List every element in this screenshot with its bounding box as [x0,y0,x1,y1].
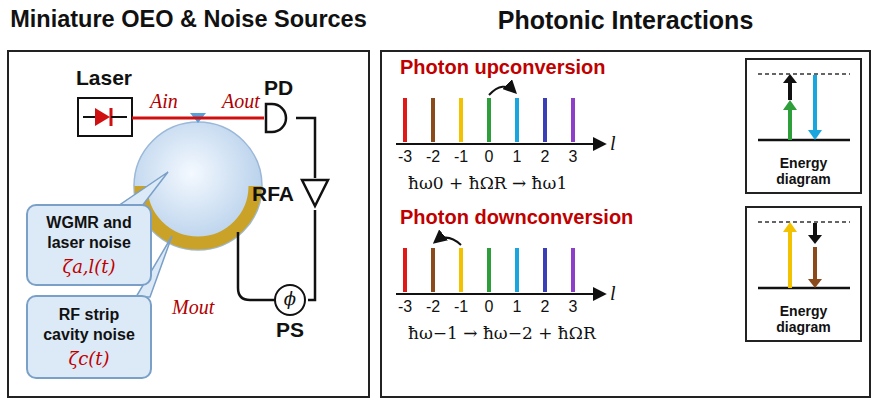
callout-pointer [118,172,168,206]
optical-beam [132,117,264,120]
mode-index: 0 [485,148,494,166]
amplifier-symbol [302,180,328,206]
spectrum-upper-part [459,98,463,142]
section-heading: Photon upconversion [400,56,606,79]
energy-levels-upper-part [813,75,817,131]
energy-levels-upper-part [788,82,792,100]
spectrum-lower-part [435,238,461,245]
photodiode-symbol [266,104,286,132]
rf-wire [308,210,315,300]
mode-index: -2 [426,298,440,316]
part-label: PD [264,76,293,100]
energy-levels-lower [758,222,850,288]
energy-caption: Energy diagram [747,303,860,335]
panel: Miniature OEO & Noise SourcesLaser PD RFA ϕ… [7,0,370,398]
energy-levels-lower-part [813,247,817,280]
energy-levels-upper-part [758,139,850,142]
spectrum-lower-part [571,248,575,292]
noise-symbol: ζc(t) [68,348,109,369]
energy-levels-lower-part [788,231,792,288]
laser-symbol-part [95,108,110,126]
laser-symbol-part [111,116,127,118]
callout-text: WGMR and laser noise [38,213,140,251]
energy-levels-lower-part [758,287,850,290]
photodiode-node: PD [264,76,296,136]
section-heading: Photon downconversion [400,206,633,229]
mode-index: -3 [398,298,412,316]
spectrum-lower-part [543,248,547,292]
energy-levels-lower-part [808,235,822,244]
part-label: PS [272,318,308,342]
energy-levels-upper-part [788,108,792,140]
energy-levels-upper [758,74,850,140]
noise-callout: WGMR and laser noise ζa,l(t) [26,204,152,286]
energy-levels-lower-part [813,223,817,236]
energy-levels-lower-part [758,221,850,223]
mode-index: -3 [398,148,412,166]
callout-text: RF strip cavity noise [38,305,140,343]
signal-label: Aout [222,90,260,113]
energy-levels-upper-part [808,130,822,140]
mode-index: -2 [426,148,440,166]
mode-index: 3 [569,148,578,166]
mode-index: -1 [454,148,468,166]
panel-title: Photonic Interactions [380,6,871,35]
energy-levels-upper-part [758,73,850,75]
mode-index: 1 [513,298,522,316]
spectrum-upper [396,87,604,144]
axis-label: l [610,282,616,305]
energy-levels-upper-part [783,100,797,110]
spectrum-lower-part [515,248,519,292]
panel-title: Miniature OEO & Noise Sources [7,6,370,33]
laser-symbol [78,98,132,136]
energy-levels-lower-part [783,222,797,232]
energy-caption: Energy diagram [747,155,860,187]
mode-index: 3 [569,298,578,316]
mode-index: 2 [541,148,550,166]
energy-box: Energy diagram [745,58,862,194]
rf-wire [238,232,275,300]
energy-equation: ħω0 + ħΩR → ħω1 [408,173,567,193]
spectrum-upper-part [489,87,515,95]
spectrum-lower-part [396,293,604,295]
rf-wire [296,118,315,178]
part-label: Laser [76,66,132,90]
laser-symbol-part [78,98,132,136]
spectrum-upper-part [403,98,407,142]
spectrum-lower [396,238,604,294]
signal-label: Mout [172,296,214,319]
spectrum-upper-part [431,98,435,142]
signal-label: Ain [150,90,178,113]
phase-shifter-node: ϕPS [272,284,308,346]
spectrum-upper-part [543,98,547,142]
spectrum-upper-part [571,98,575,142]
mode-index: 1 [513,148,522,166]
energy-box: Energy diagram [745,206,862,342]
energy-levels-lower-part [808,279,822,288]
laser-node: Laser [76,66,132,138]
energy-levels-upper-part [783,74,797,83]
mode-index: -1 [454,298,468,316]
spectrum-lower-part [487,248,491,292]
axis-label: l [610,132,616,155]
mode-index: 2 [541,298,550,316]
phase-symbol: ϕ [272,288,308,309]
amplifier-node: RFA [252,178,334,210]
spectrum-lower-part [459,248,463,292]
part-label: RFA [252,182,294,206]
noise-callout: RF strip cavity noise ζc(t) [26,295,152,379]
spectrum-lower-part [403,248,407,292]
energy-equation: ħω−1 → ħω−2 + ħΩR [408,323,596,343]
noise-symbol: ζa,l(t) [62,256,115,277]
mode-index: 0 [485,298,494,316]
spectrum-upper-part [487,98,491,142]
spectrum-upper-part [396,143,604,145]
spectrum-upper-part [515,98,519,142]
spectrum-lower-part [431,248,435,292]
laser-symbol-part [83,116,95,118]
